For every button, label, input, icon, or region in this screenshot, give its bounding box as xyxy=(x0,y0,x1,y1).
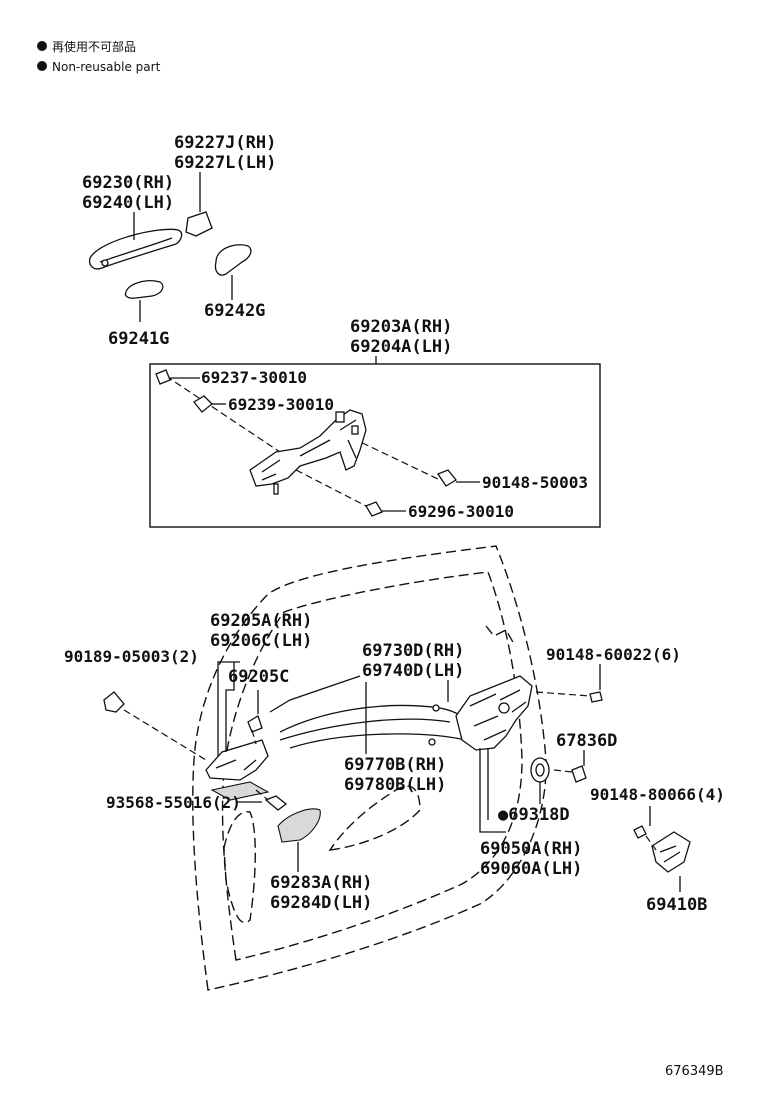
label-69205c: 69205C xyxy=(228,667,289,687)
screw-90148-80066-part xyxy=(633,825,647,839)
screw-90148-50003-part xyxy=(437,469,457,487)
lower-parts: 69205A(RH) 69206C(LH) 69205C 90189-05003… xyxy=(64,611,725,915)
label-90148-80066: 90148-80066(4) xyxy=(590,785,725,804)
frame-part xyxy=(249,409,367,487)
label-69240: 69240(LH) xyxy=(82,193,174,213)
label-69410b: 69410B xyxy=(646,895,707,915)
label-69203a: 69203A(RH) xyxy=(350,317,452,337)
label-90189: 90189-05003(2) xyxy=(64,647,199,666)
lock-assembly-part xyxy=(455,675,533,751)
label-69227l: 69227L(LH) xyxy=(174,153,276,173)
label-69740d: 69740D(LH) xyxy=(362,661,464,681)
label-90148-60022: 90148-60022(6) xyxy=(546,645,681,664)
outside-handle-group: 69227J(RH) 69227L(LH) 69230(RH) 69240(LH… xyxy=(82,133,276,349)
inside-handle-part xyxy=(205,739,269,781)
label-69241g: 69241G xyxy=(108,329,169,349)
cap-69296-part xyxy=(365,501,383,517)
cover-69283a-part xyxy=(277,808,321,843)
label-69318d: ●69318D xyxy=(498,805,570,825)
screw-90148-60022-part xyxy=(589,691,603,703)
label-69242g: 69242G xyxy=(204,301,265,321)
label-69284d: 69284D(LH) xyxy=(270,893,372,913)
label-69239: 69239-30010 xyxy=(228,395,334,414)
label-93568: 93568-55016(2) xyxy=(106,793,241,812)
screw-93568-part xyxy=(264,795,288,811)
label-69730d: 69730D(RH) xyxy=(362,641,464,661)
label-69296: 69296-30010 xyxy=(408,502,514,521)
label-69204a: 69204A(LH) xyxy=(350,337,452,357)
non-reusable-bullet-icon xyxy=(37,41,47,51)
label-69205a: 69205A(RH) xyxy=(210,611,312,631)
label-69050a: 69050A(RH) xyxy=(480,839,582,859)
non-reusable-bullet-icon xyxy=(37,61,47,71)
legend: 再使用不可部品 Non-reusable part xyxy=(37,39,161,74)
clip-69205c-part xyxy=(247,715,263,733)
door-outline xyxy=(192,545,547,991)
grommet-90189-part xyxy=(103,691,125,713)
inside-handle-bezel-part xyxy=(210,781,270,801)
legend-en: Non-reusable part xyxy=(52,60,161,74)
label-69770b: 69770B(RH) xyxy=(344,755,446,775)
assembly-box xyxy=(149,363,601,528)
striker-69410b-part xyxy=(651,831,691,873)
handle-cap-part xyxy=(185,211,213,237)
cover-67836d-part xyxy=(571,765,587,783)
label-69206c: 69206C(LH) xyxy=(210,631,312,651)
label-69060a: 69060A(LH) xyxy=(480,859,582,879)
pad-69237-part xyxy=(155,369,171,385)
outside-handle-part xyxy=(88,228,183,270)
handle-bezel-lh-part xyxy=(124,280,164,299)
handle-bezel-rh-part xyxy=(214,244,252,276)
legend-jp: 再使用不可部品 xyxy=(52,39,136,54)
label-69227j: 69227J(RH) xyxy=(174,133,276,153)
label-69237: 69237-30010 xyxy=(201,368,307,387)
label-90148-50003: 90148-50003 xyxy=(482,473,588,492)
reference-number: 676349B xyxy=(665,1064,724,1079)
handle-frame-group: 69203A(RH) 69204A(LH) 69237-30010 69239-… xyxy=(149,317,601,528)
label-69230: 69230(RH) xyxy=(82,173,174,193)
label-69780b: 69780B(LH) xyxy=(344,775,446,795)
label-67836d: 67836D xyxy=(556,731,617,751)
label-69283a: 69283A(RH) xyxy=(270,873,372,893)
pad-69239-part xyxy=(193,395,213,413)
